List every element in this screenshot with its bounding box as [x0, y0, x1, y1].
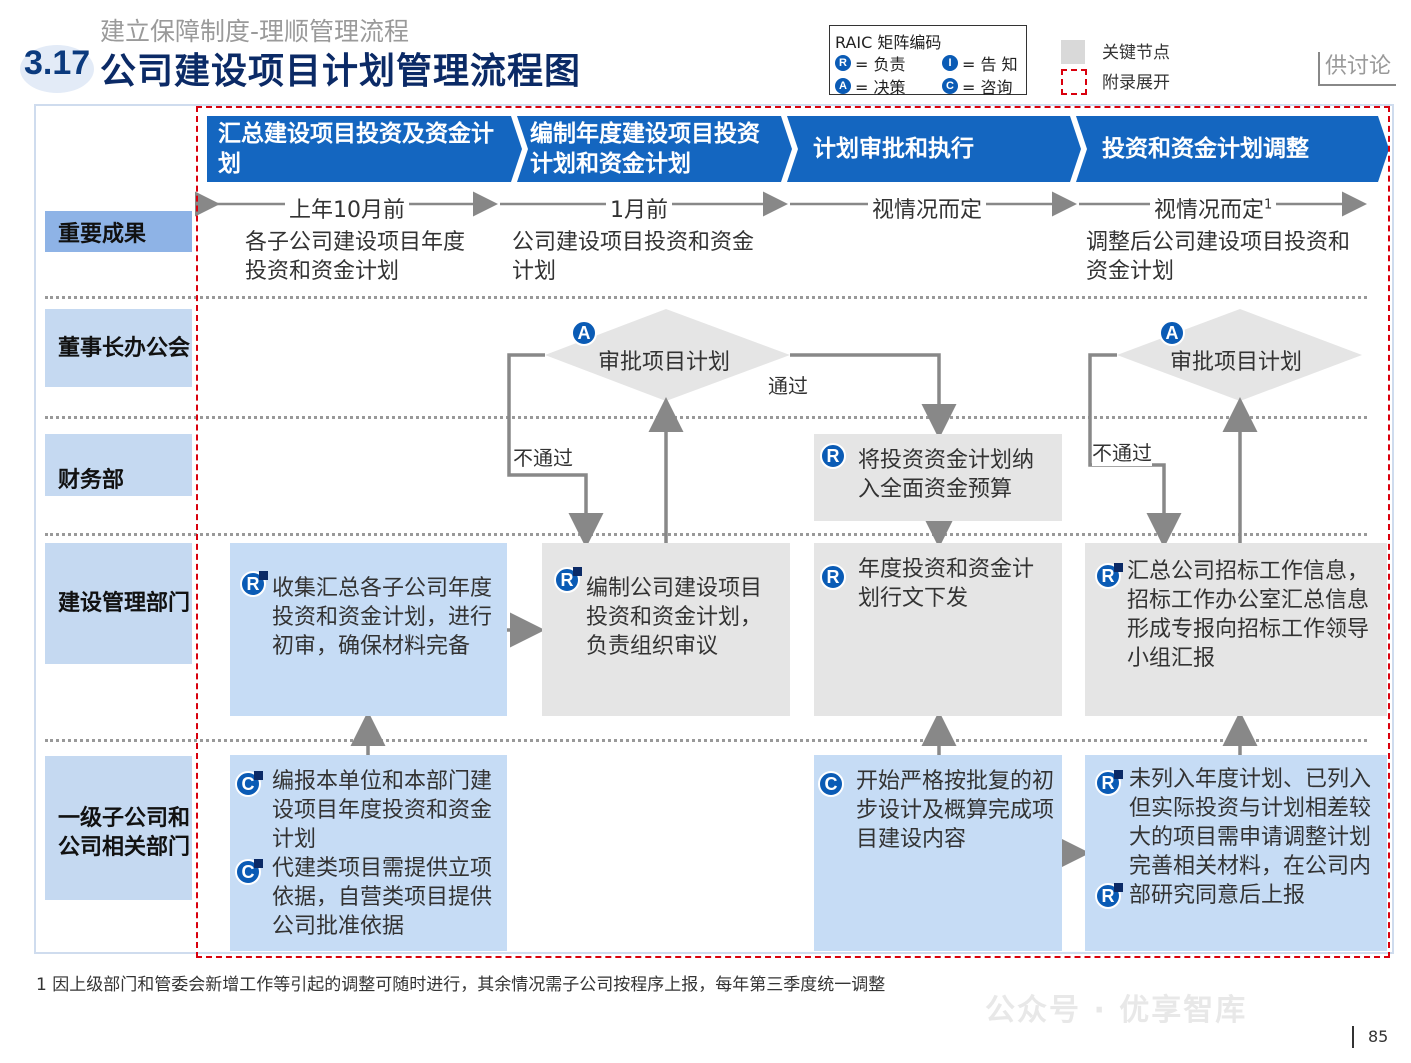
discussion-tag: 供讨论 — [1318, 52, 1396, 86]
summary-tag: R — [1095, 563, 1123, 589]
legend-c: C = 咨询 — [942, 74, 1013, 98]
lane-label-subsidiaries: 一级子公司和公司相关部门 — [45, 756, 192, 900]
decision-diamond-2 — [1117, 309, 1362, 401]
approve-tag-1: A — [571, 320, 597, 346]
subsidiary-node-1: C 编报本单位和本部门建设项目年度投资和资金计划 C 代建类项目需提供立项依据，… — [230, 755, 507, 951]
sub-perfect-tag: R — [1095, 883, 1123, 909]
lane-divider — [45, 416, 1367, 419]
phase-chevron-2 — [517, 116, 792, 182]
legend-a-label: = 决策 — [855, 78, 906, 97]
title-badge — [20, 45, 94, 93]
collect-text: 收集汇总各子公司年度投资和资金计划，进行初审，确保材料完备 — [272, 576, 493, 659]
collect-tag: R — [240, 571, 268, 597]
raic-legend: RAIC 矩阵编码 R = 负责 I = 告 知 A = 决策 C = 咨询 — [829, 25, 1027, 98]
watermark: 公众号 · 优享智库 — [985, 993, 1248, 1028]
phase-4-timing-text: 视情况而定 — [1154, 198, 1265, 223]
compile-node: R 编制公司建设项目投资和资金计划，负责组织审议 — [542, 543, 790, 716]
page-title: 公司建设项目计划管理流程图 — [100, 51, 582, 92]
phase-chevron-3 — [787, 116, 1081, 182]
approve-tag-2: A — [1159, 320, 1185, 346]
sub-report-tag: C — [235, 771, 263, 797]
lane-label-board: 董事长办公会 — [45, 309, 192, 387]
finance-text: 将投资资金计划纳入全面资金预算 — [858, 448, 1035, 502]
lane-label-results: 重要成果 — [45, 211, 192, 252]
finance-tag: R — [820, 443, 846, 469]
compile-tag: R — [554, 567, 582, 593]
i-icon: I — [942, 55, 958, 71]
appendix-label: 附录展开 — [1102, 73, 1170, 93]
phase-4-result: 调整后公司建设项目投资和资金计划 — [1086, 230, 1351, 284]
approve-node-2: 审批项目计划 — [1170, 350, 1303, 375]
legend-i: I = 告 知 — [942, 51, 1018, 75]
summary-node: R 汇总公司招标工作信息，招标工作办公室汇总信息形成专报向招标工作领导小组汇报 — [1085, 543, 1387, 716]
phase-1-result: 各子公司建设项目年度投资和资金计划 — [245, 230, 466, 284]
phase-1-label: 汇总建设项目投资及资金计划 — [218, 121, 494, 177]
issue-node: R 年度投资和资金计划行文下发 — [814, 543, 1062, 716]
approve-node-1: 审批项目计划 — [598, 350, 731, 375]
key-node-label: 关键节点 — [1102, 43, 1170, 63]
phase-4-timing: 视情况而定1 — [1150, 192, 1277, 224]
sub-apply-tag: R — [1095, 770, 1123, 796]
decision-diamond-1 — [545, 309, 790, 401]
legend-r-label: = 负责 — [855, 55, 906, 74]
phase-2-result: 公司建设项目投资和资金计划 — [512, 230, 755, 284]
sub-basis-tag: C — [235, 859, 263, 885]
phase-3-label: 计划审批和执行 — [813, 136, 974, 162]
appendix-swatch — [1061, 69, 1087, 95]
pass-flow — [790, 353, 957, 439]
legend-r: R = 负责 — [835, 51, 906, 75]
subsidiary-node-2: C 开始严格按批复的初步设计及概算完成项目建设内容 — [814, 755, 1062, 951]
c-icon: C — [942, 78, 958, 94]
appendix-frame — [196, 106, 1390, 958]
footnote-marker: 1 — [1264, 197, 1273, 213]
legend-a: A = 决策 — [835, 74, 906, 98]
r-icon: R — [835, 55, 851, 71]
phase-4-label: 投资和资金计划调整 — [1102, 136, 1309, 162]
legend-c-label: = 咨询 — [962, 78, 1013, 97]
reject-label-2: 不通过 — [1092, 437, 1152, 466]
phase-chevron-4 — [1076, 116, 1389, 182]
lane-divider — [45, 296, 1367, 299]
diagram-frame — [34, 104, 1394, 954]
phase-2-label: 编制年度建设项目投资计划和资金计划 — [530, 121, 760, 177]
compile-text: 编制公司建设项目投资和资金计划，负责组织审议 — [586, 576, 763, 659]
lane-divider — [45, 533, 1367, 536]
summary-text: 汇总公司招标工作信息，招标工作办公室汇总信息形成专报向招标工作领导小组汇报 — [1127, 559, 1370, 671]
page-subtitle: 建立保障制度-理顺管理流程 — [100, 17, 410, 46]
sub-start-tag: C — [818, 771, 844, 797]
phase-1-timing: 上年10月前 — [285, 192, 409, 224]
a-icon: A — [835, 78, 851, 94]
subsidiary-node-3: R 未列入年度计划、已列入但实际投资与计划相差较大的项目需申请调整计划 R 完善… — [1085, 755, 1387, 951]
issue-tag: R — [820, 564, 846, 590]
sub-perfect-text: 完善相关材料，在公司内部研究同意后上报 — [1129, 854, 1372, 908]
phase-chevron-1 — [207, 116, 522, 182]
sub-basis-text: 代建类项目需提供立项依据，自营类项目提供公司批准依据 — [272, 856, 493, 939]
lane-label-construction: 建设管理部门 — [45, 543, 192, 664]
issue-text: 年度投资和资金计划行文下发 — [858, 557, 1035, 611]
page-number: 85 — [1352, 1026, 1388, 1048]
footnote: 1 因上级部门和管委会新增工作等引起的调整可随时进行，其余情况需子公司按程序上报… — [36, 975, 886, 995]
reject-flow-2 — [1088, 353, 1182, 548]
reject-label-1: 不通过 — [513, 442, 573, 471]
finance-node: R 将投资资金计划纳入全面资金预算 — [814, 434, 1062, 521]
sub-start-text: 开始严格按批复的初步设计及概算完成项目建设内容 — [856, 769, 1055, 852]
sub-apply-text: 未列入年度计划、已列入但实际投资与计划相差较大的项目需申请调整计划 — [1129, 767, 1372, 850]
legend-title: RAIC 矩阵编码 — [835, 33, 942, 52]
lane-label-finance: 财务部 — [45, 434, 192, 496]
legend-i-label: = 告 知 — [962, 55, 1018, 74]
sub-report-text: 编报本单位和本部门建设项目年度投资和资金计划 — [272, 769, 493, 852]
pass-label: 通过 — [768, 370, 808, 399]
phase-2-timing: 1月前 — [606, 192, 672, 224]
collect-node: R 收集汇总各子公司年度投资和资金计划，进行初审，确保材料完备 — [230, 543, 507, 716]
lane-divider — [45, 739, 1367, 742]
reject-flow-1 — [507, 353, 604, 548]
phase-3-timing: 视情况而定 — [868, 192, 987, 224]
section-number: 3.17 — [24, 44, 91, 82]
key-node-swatch — [1061, 40, 1085, 64]
